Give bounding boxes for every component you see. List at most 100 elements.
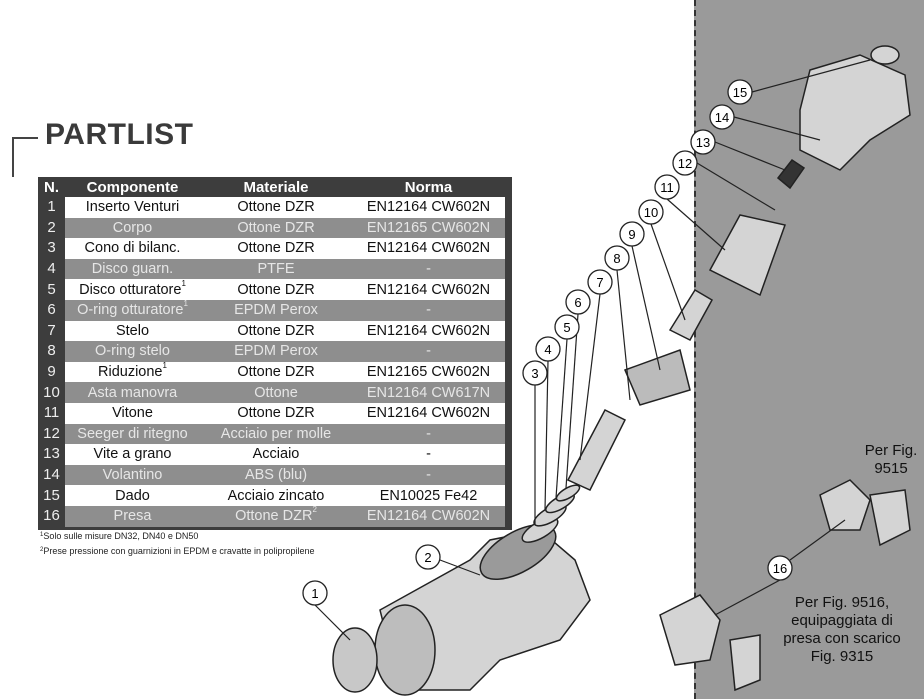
cell-norma: EN12165 CW602N (352, 217, 509, 239)
cell-materiale: Acciaio (200, 444, 352, 465)
svg-text:12: 12 (678, 156, 692, 171)
cell-norma: EN12164 CW617N (352, 382, 509, 403)
cell-n: 15 (38, 485, 65, 506)
title-bracket-vertical (12, 137, 14, 177)
cell-n: 3 (38, 238, 65, 259)
cell-componente: Riduzione1 (65, 362, 200, 383)
cell-n: 4 (38, 258, 65, 280)
callout-4: 4 (535, 336, 561, 362)
cell-materiale: ABS (blu) (200, 464, 352, 486)
column-header: N. (44, 178, 59, 196)
cell-materiale: Ottone DZR (200, 402, 352, 424)
cell-componente: Vite a grano (65, 444, 200, 465)
cell-componente: Volantino (65, 464, 200, 486)
callout-6: 6 (565, 289, 591, 315)
cell-componente: O-ring stelo (65, 341, 200, 362)
cell-materiale: Ottone DZR (200, 217, 352, 239)
cell-norma: - (352, 341, 509, 362)
cell-n: 13 (38, 444, 65, 465)
note-fig-9515: Per Fig. 9515 (864, 442, 918, 477)
cell-norma: EN12164 CW602N (352, 505, 509, 528)
callout-11: 11 (654, 174, 680, 200)
cell-materiale: EPDM Perox (200, 341, 352, 362)
footnote-2: 2Prese pressione con guarnizioni in EPDM… (40, 546, 315, 556)
title-bracket (12, 137, 38, 139)
callout-7: 7 (587, 269, 613, 295)
callout-9: 9 (619, 221, 645, 247)
cell-norma: - (352, 258, 509, 280)
test-point-9515b (869, 489, 911, 547)
cell-materiale: Ottone DZR (200, 361, 352, 383)
nut (870, 45, 900, 65)
stem (566, 409, 627, 491)
ring-6 (555, 484, 581, 502)
cell-n: 5 (38, 279, 65, 300)
note-fig-9516: Per Fig. 9516, equipaggiata di presa con… (783, 594, 901, 665)
cell-n: 7 (38, 320, 65, 342)
svg-text:8: 8 (613, 251, 620, 266)
callout-1: 1 (302, 580, 328, 606)
cell-componente: Cono di bilanc. (65, 238, 200, 259)
callout-8: 8 (604, 245, 630, 271)
vitone (708, 214, 786, 297)
callout-15: 15 (727, 79, 753, 105)
cell-materiale: EPDM Perox (200, 299, 352, 321)
callout-3: 3 (522, 360, 548, 386)
cell-norma: EN12164 CW602N (352, 197, 509, 218)
cell-materiale: Ottone DZR2 (200, 506, 352, 528)
svg-text:10: 10 (644, 205, 658, 220)
cell-norma: EN12164 CW602N (352, 320, 509, 342)
body-inlet (374, 604, 436, 696)
cell-componente: O-ring otturatore1 (65, 300, 200, 321)
svg-text:3: 3 (531, 366, 538, 381)
cell-n: 16 (38, 505, 65, 528)
cell-componente: Asta manovra (65, 382, 200, 403)
svg-text:2: 2 (424, 550, 431, 565)
callout-5: 5 (554, 314, 580, 340)
cell-n: 9 (38, 361, 65, 383)
test-point-9515 (819, 479, 871, 531)
cell-norma: EN12164 CW602N (352, 238, 509, 259)
cell-componente: Presa (65, 505, 200, 528)
test-point-9516 (659, 594, 721, 666)
svg-text:5: 5 (563, 320, 570, 335)
svg-text:16: 16 (773, 561, 787, 576)
svg-text:4: 4 (544, 342, 551, 357)
cell-norma: - (352, 299, 509, 321)
callout-13: 13 (690, 129, 716, 155)
cell-materiale: Ottone DZR (200, 238, 352, 259)
svg-text:15: 15 (733, 85, 747, 100)
cell-componente: Disco guarn. (65, 258, 200, 280)
svg-text:7: 7 (596, 275, 603, 290)
cell-materiale: Ottone (200, 382, 352, 403)
cell-n: 8 (38, 341, 65, 362)
cell-materiale: Acciaio zincato (200, 485, 352, 506)
column-header: Materiale (243, 178, 309, 196)
svg-text:9: 9 (628, 227, 635, 242)
cell-materiale: PTFE (200, 258, 352, 280)
cell-norma: - (352, 464, 509, 486)
cell-norma: - (352, 444, 509, 465)
cell-n: 14 (38, 464, 65, 486)
svg-text:14: 14 (715, 110, 729, 125)
cell-n: 11 (38, 402, 65, 424)
cell-componente: Seeger di ritegno (65, 423, 200, 445)
cell-n: 2 (38, 217, 65, 239)
set-screw (776, 158, 806, 190)
reduction (623, 349, 691, 406)
cell-n: 1 (38, 197, 65, 218)
cell-norma: EN12164 CW602N (352, 279, 509, 300)
venturi-insert (332, 627, 378, 693)
cell-n: 6 (38, 299, 65, 321)
